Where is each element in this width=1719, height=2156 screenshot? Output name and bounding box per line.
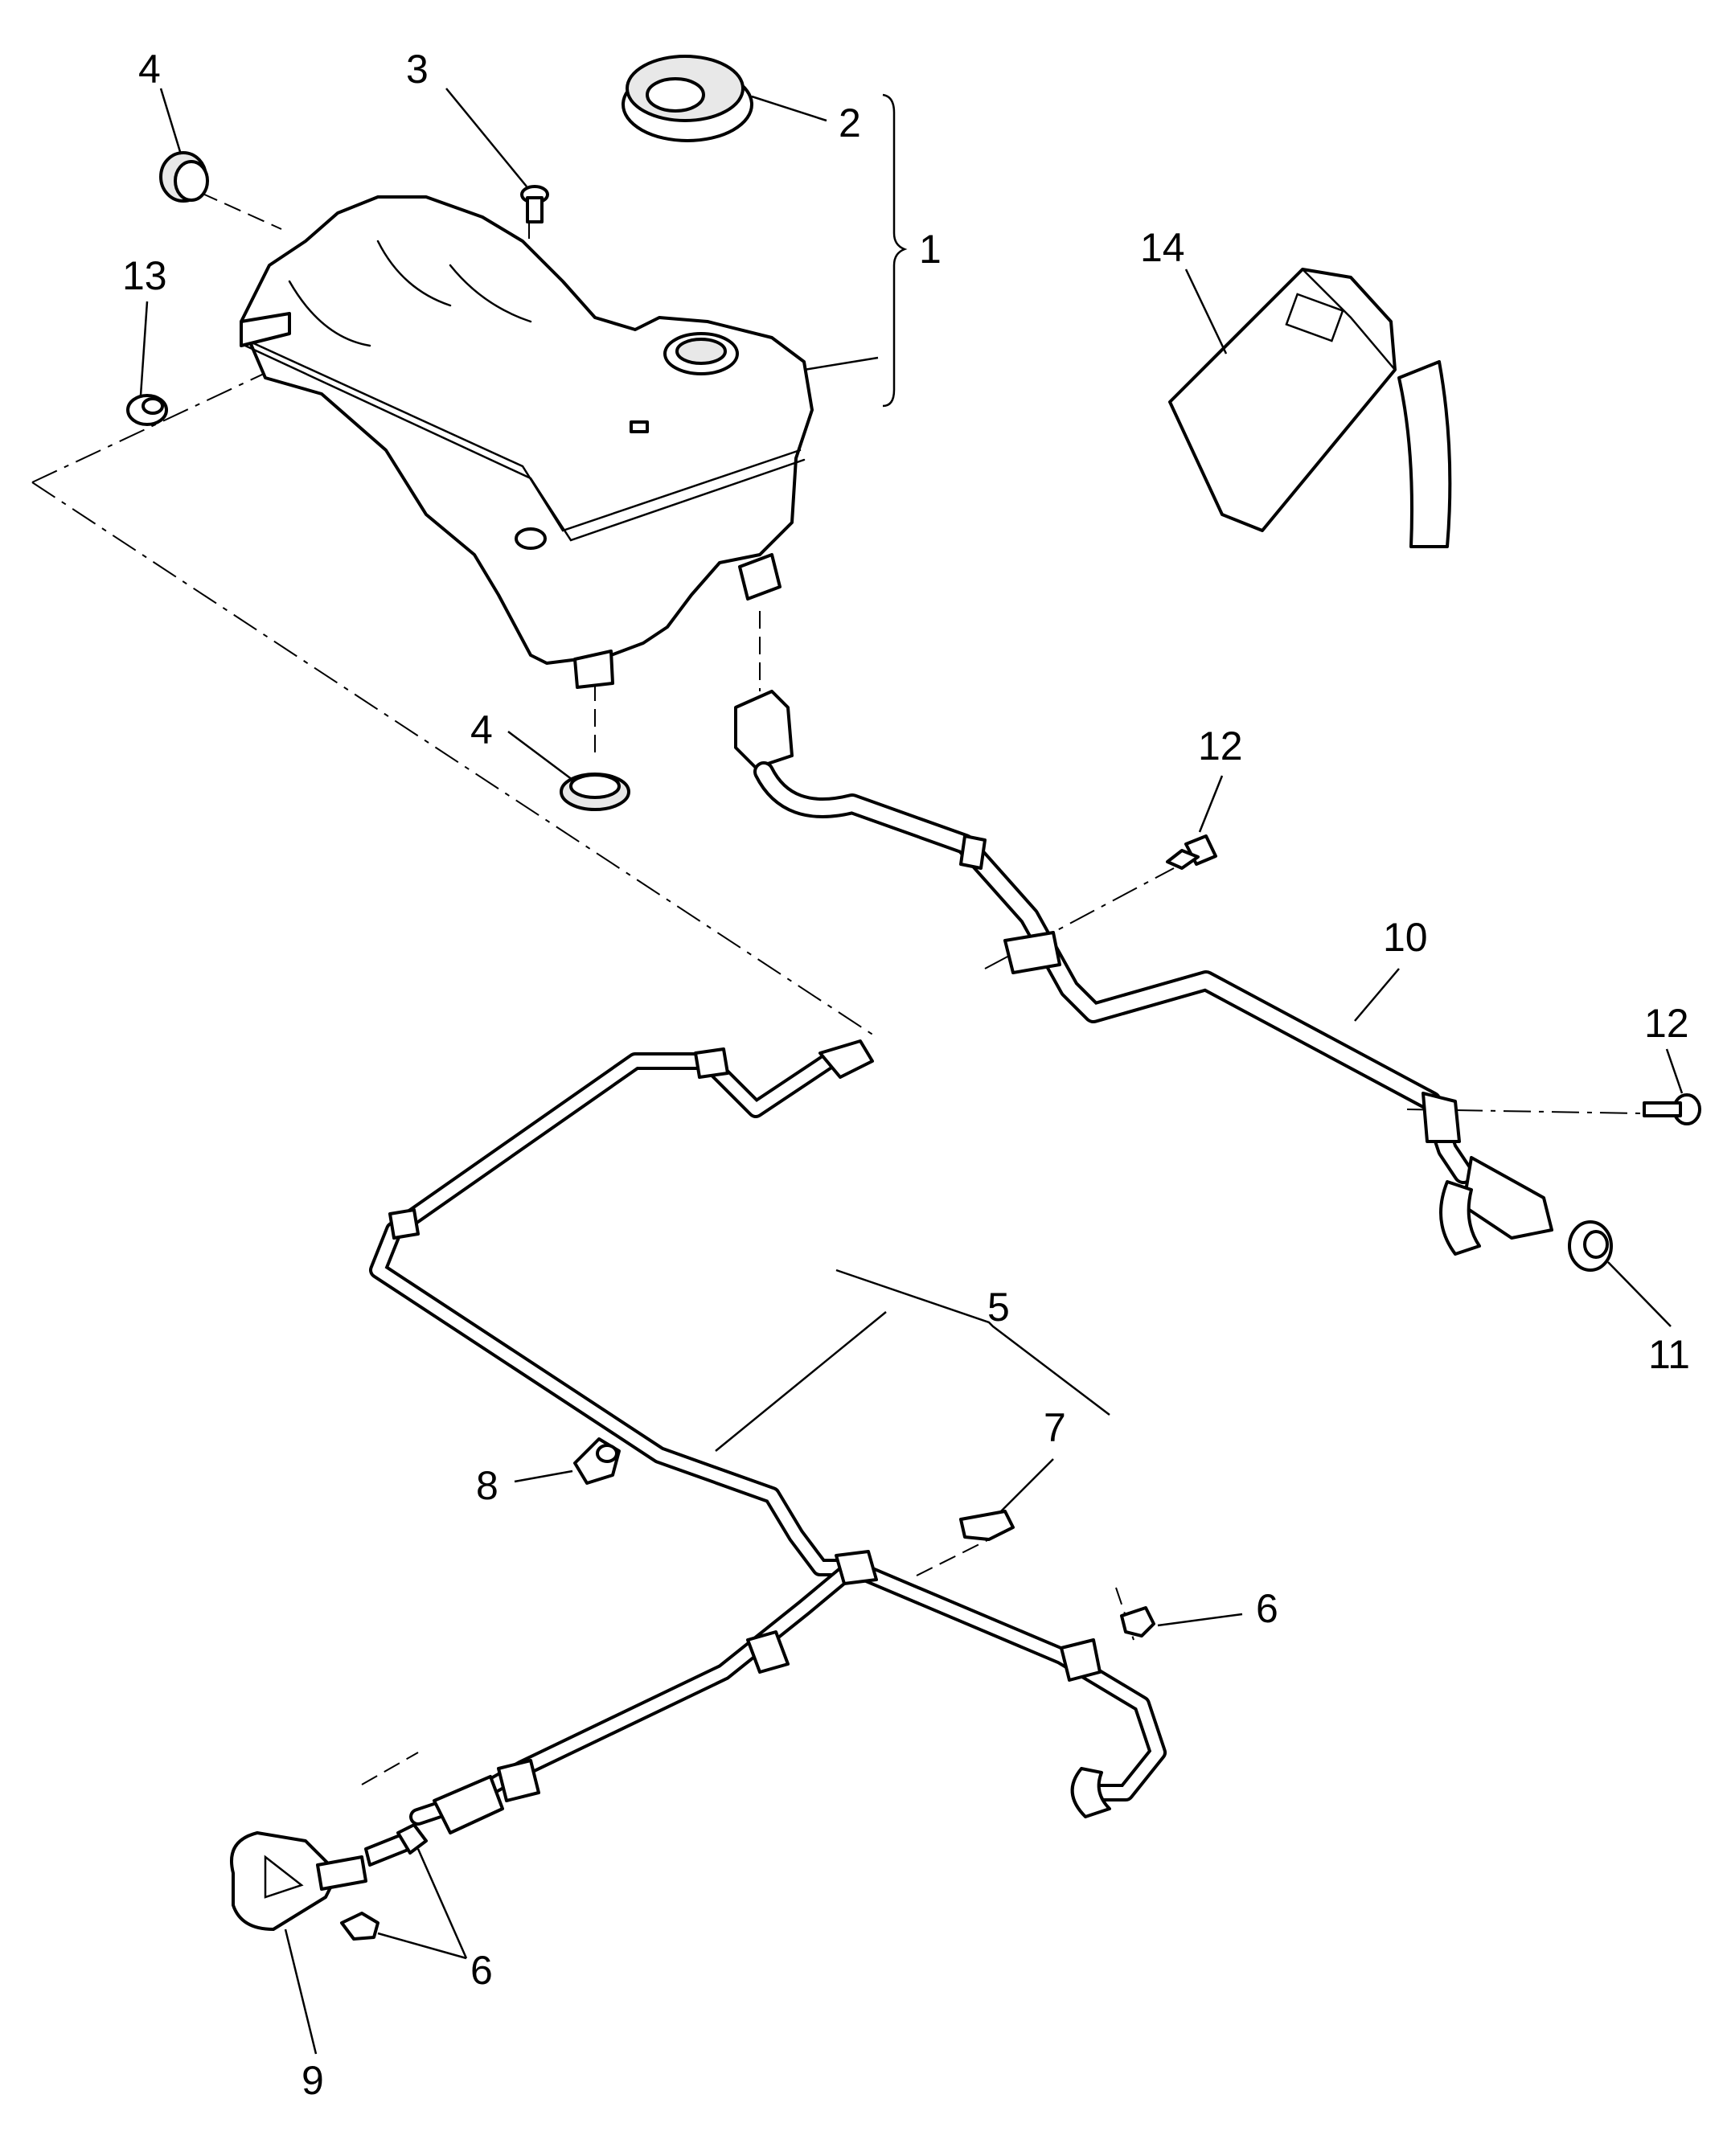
callout-4-top: 4 [138,47,161,92]
expansion-tank [240,195,814,689]
leader-6b [377,1848,468,1960]
assembly-line-9 [361,1752,419,1785]
leader-1 [803,356,879,371]
assembly-line-13-to-hose [31,361,877,1038]
bolt-3 [520,185,549,223]
callout-12-upper: 12 [1198,723,1243,769]
leader-10 [1354,968,1400,1022]
hose-9 [230,1831,412,1931]
bracket-5 [835,1269,1110,1416]
callout-8: 8 [476,1463,498,1508]
callout-6-bottom: 6 [470,1948,493,1993]
callout-12-right: 12 [1644,1001,1689,1046]
assembly-line-4-top [200,192,282,230]
clip-6-middle [396,1823,428,1855]
leader-12a [1198,775,1224,833]
bolt-12b [1643,1093,1701,1125]
leader-11 [1607,1261,1672,1327]
callout-3: 3 [406,47,429,92]
leader-4b [507,731,573,781]
clip-8 [573,1437,621,1485]
leader-2 [751,95,827,122]
cap [622,55,753,142]
leader-8 [514,1469,573,1483]
bolt-12a [1166,834,1217,870]
callout-1: 1 [919,227,942,272]
hose-10 [734,690,1553,1256]
clamp-11 [1568,1220,1613,1272]
leader-4a [159,88,183,155]
hose-5 [369,1039,1167,1834]
clip-7 [959,1510,1015,1541]
grommet-bottom [560,773,630,811]
level-sensor [1168,268,1452,548]
callout-4-bottom: 4 [470,707,493,752]
callout-13: 13 [122,253,167,298]
leader-7 [1000,1458,1054,1512]
leader-5 [715,1311,887,1452]
callout-9: 9 [302,2058,324,2103]
leader-13 [139,301,149,396]
leader-6a [1157,1613,1243,1627]
clamp-13 [126,394,168,426]
assembly-line-7 [916,1539,990,1576]
grommet-top [159,151,209,203]
callout-10: 10 [1383,915,1428,960]
callout-2: 2 [839,100,861,146]
clip-6-bottom [340,1912,379,1941]
leader-3 [445,88,527,187]
callout-7: 7 [1044,1405,1066,1450]
callout-6-right: 6 [1256,1586,1278,1631]
bracket-1 [882,93,908,408]
leader-12b [1665,1048,1684,1094]
callout-5: 5 [987,1285,1010,1330]
leader-9 [284,1929,318,2055]
callout-11: 11 [1648,1332,1690,1377]
clip-6-right [1120,1606,1155,1637]
leader-14 [1184,268,1228,355]
callout-14: 14 [1140,225,1185,270]
